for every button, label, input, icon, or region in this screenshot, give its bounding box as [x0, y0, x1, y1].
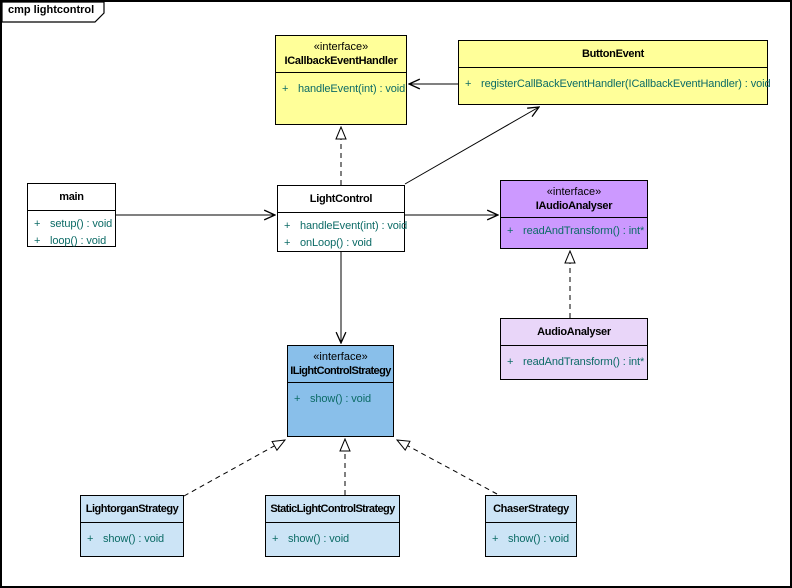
edge-chaserstrategy-realizes-ilightcontrolstrategy[interactable] [397, 440, 498, 495]
class-name: LightorganStrategy [85, 503, 179, 515]
class-header: «interface» ICallbackEventHandler [276, 36, 406, 73]
class-main[interactable]: main + setup() : void + loop() : void [27, 183, 116, 247]
class-header: LightorganStrategy [81, 496, 183, 523]
class-body: + show() : void [266, 523, 399, 548]
frame-title: cmp lightcontrol [8, 4, 95, 16]
class-header: LightControl [278, 186, 404, 213]
class-name: StaticLightControlStrategy [270, 503, 395, 515]
class-staticlightcontrolstrategy[interactable]: StaticLightControlStrategy + show() : vo… [265, 495, 400, 557]
method-row: + show() : void [291, 391, 390, 408]
class-body: + show() : void [288, 383, 393, 408]
class-header: AudioAnalyser [501, 319, 647, 346]
method-row: + onLoop() : void [281, 235, 401, 252]
class-header: main [28, 184, 115, 211]
class-body: + show() : void [81, 523, 183, 548]
class-buttonevent[interactable]: ButtonEvent + registerCallBackEventHandl… [458, 40, 771, 105]
visibility-marker: + [34, 235, 41, 247]
class-name: ButtonEvent [581, 48, 645, 60]
class-body: + setup() : void + loop() : void [28, 211, 115, 250]
class-body: + show() : void [486, 523, 576, 548]
method-signature: readAndTransform() : int* [523, 225, 645, 237]
class-body: + handleEvent(int) : void + onLoop() : v… [278, 213, 407, 252]
stereotype-label: «interface» [313, 41, 369, 53]
class-header: StaticLightControlStrategy [266, 496, 399, 523]
class-header: ChaserStrategy [486, 496, 576, 523]
class-header: ButtonEvent [459, 41, 767, 68]
class-body: + handleEvent(int) : void [276, 73, 406, 98]
class-name: IAudioAnalyser [535, 200, 613, 212]
stereotype-label: «interface» [313, 351, 368, 363]
method-signature: loop() : void [50, 235, 107, 247]
method-row: + readAndTransform() : int* [504, 223, 644, 240]
stereotype-label: «interface» [546, 186, 602, 198]
method-signature: registerCallBackEventHandler(ICallbackEv… [481, 78, 771, 90]
visibility-marker: + [34, 218, 41, 230]
visibility-marker: + [87, 533, 94, 545]
visibility-marker: + [465, 78, 472, 90]
class-body: + readAndTransform() : int* [501, 218, 647, 240]
method-row: + handleEvent(int) : void [279, 81, 406, 98]
visibility-marker: + [272, 533, 279, 545]
class-lightorganstrategy[interactable]: LightorganStrategy + show() : void [80, 495, 184, 557]
method-signature: handleEvent(int) : void [298, 83, 406, 95]
method-row: + setup() : void [31, 216, 112, 233]
method-row: + loop() : void [31, 233, 112, 250]
visibility-marker: + [507, 225, 514, 237]
method-row: + registerCallBackEventHandler(ICallback… [462, 76, 771, 93]
visibility-marker: + [492, 533, 499, 545]
class-iaudioanalyser[interactable]: «interface» IAudioAnalyser + readAndTran… [500, 180, 648, 249]
method-signature: onLoop() : void [300, 237, 372, 249]
class-body: + registerCallBackEventHandler(ICallback… [459, 68, 771, 93]
class-name: ChaserStrategy [493, 503, 569, 515]
class-name: LightControl [309, 193, 373, 205]
method-signature: setup() : void [50, 218, 113, 230]
method-signature: show() : void [103, 533, 165, 545]
class-header: «interface» ILightControlStrategy [288, 346, 393, 383]
class-icallbackeventhandler[interactable]: «interface» ICallbackEventHandler + hand… [275, 35, 407, 125]
method-row: + show() : void [269, 531, 396, 548]
method-row: + show() : void [489, 531, 573, 548]
class-name: AudioAnalyser [537, 326, 611, 338]
visibility-marker: + [284, 220, 291, 232]
visibility-marker: + [284, 237, 291, 249]
method-signature: show() : void [508, 533, 570, 545]
method-signature: show() : void [288, 533, 350, 545]
class-name: main [59, 191, 84, 203]
class-body: + readAndTransform() : int* [501, 346, 647, 371]
visibility-marker: + [282, 83, 289, 95]
class-ilightcontrolstrategy[interactable]: «interface» ILightControlStrategy + show… [287, 345, 394, 437]
method-row: + readAndTransform() : int* [504, 354, 644, 371]
edge-lightorganstrategy-realizes-ilightcontrolstrategy[interactable] [183, 440, 285, 497]
class-lightcontrol[interactable]: LightControl + handleEvent(int) : void +… [277, 185, 407, 252]
class-chaserstrategy[interactable]: ChaserStrategy + show() : void [485, 495, 577, 557]
method-signature: handleEvent(int) : void [300, 220, 408, 232]
edge-lightcontrol-buttonevent[interactable] [404, 107, 539, 185]
class-name: ICallbackEventHandler [284, 55, 398, 67]
method-row: + show() : void [84, 531, 180, 548]
method-signature: readAndTransform() : int* [523, 356, 645, 368]
visibility-marker: + [294, 393, 301, 405]
method-signature: show() : void [310, 393, 372, 405]
method-row: + handleEvent(int) : void [281, 218, 407, 235]
class-name: ILightControlStrategy [290, 365, 391, 377]
visibility-marker: + [507, 356, 514, 368]
class-header: «interface» IAudioAnalyser [501, 181, 647, 218]
class-audioanalyser[interactable]: AudioAnalyser + readAndTransform() : int… [500, 318, 648, 380]
